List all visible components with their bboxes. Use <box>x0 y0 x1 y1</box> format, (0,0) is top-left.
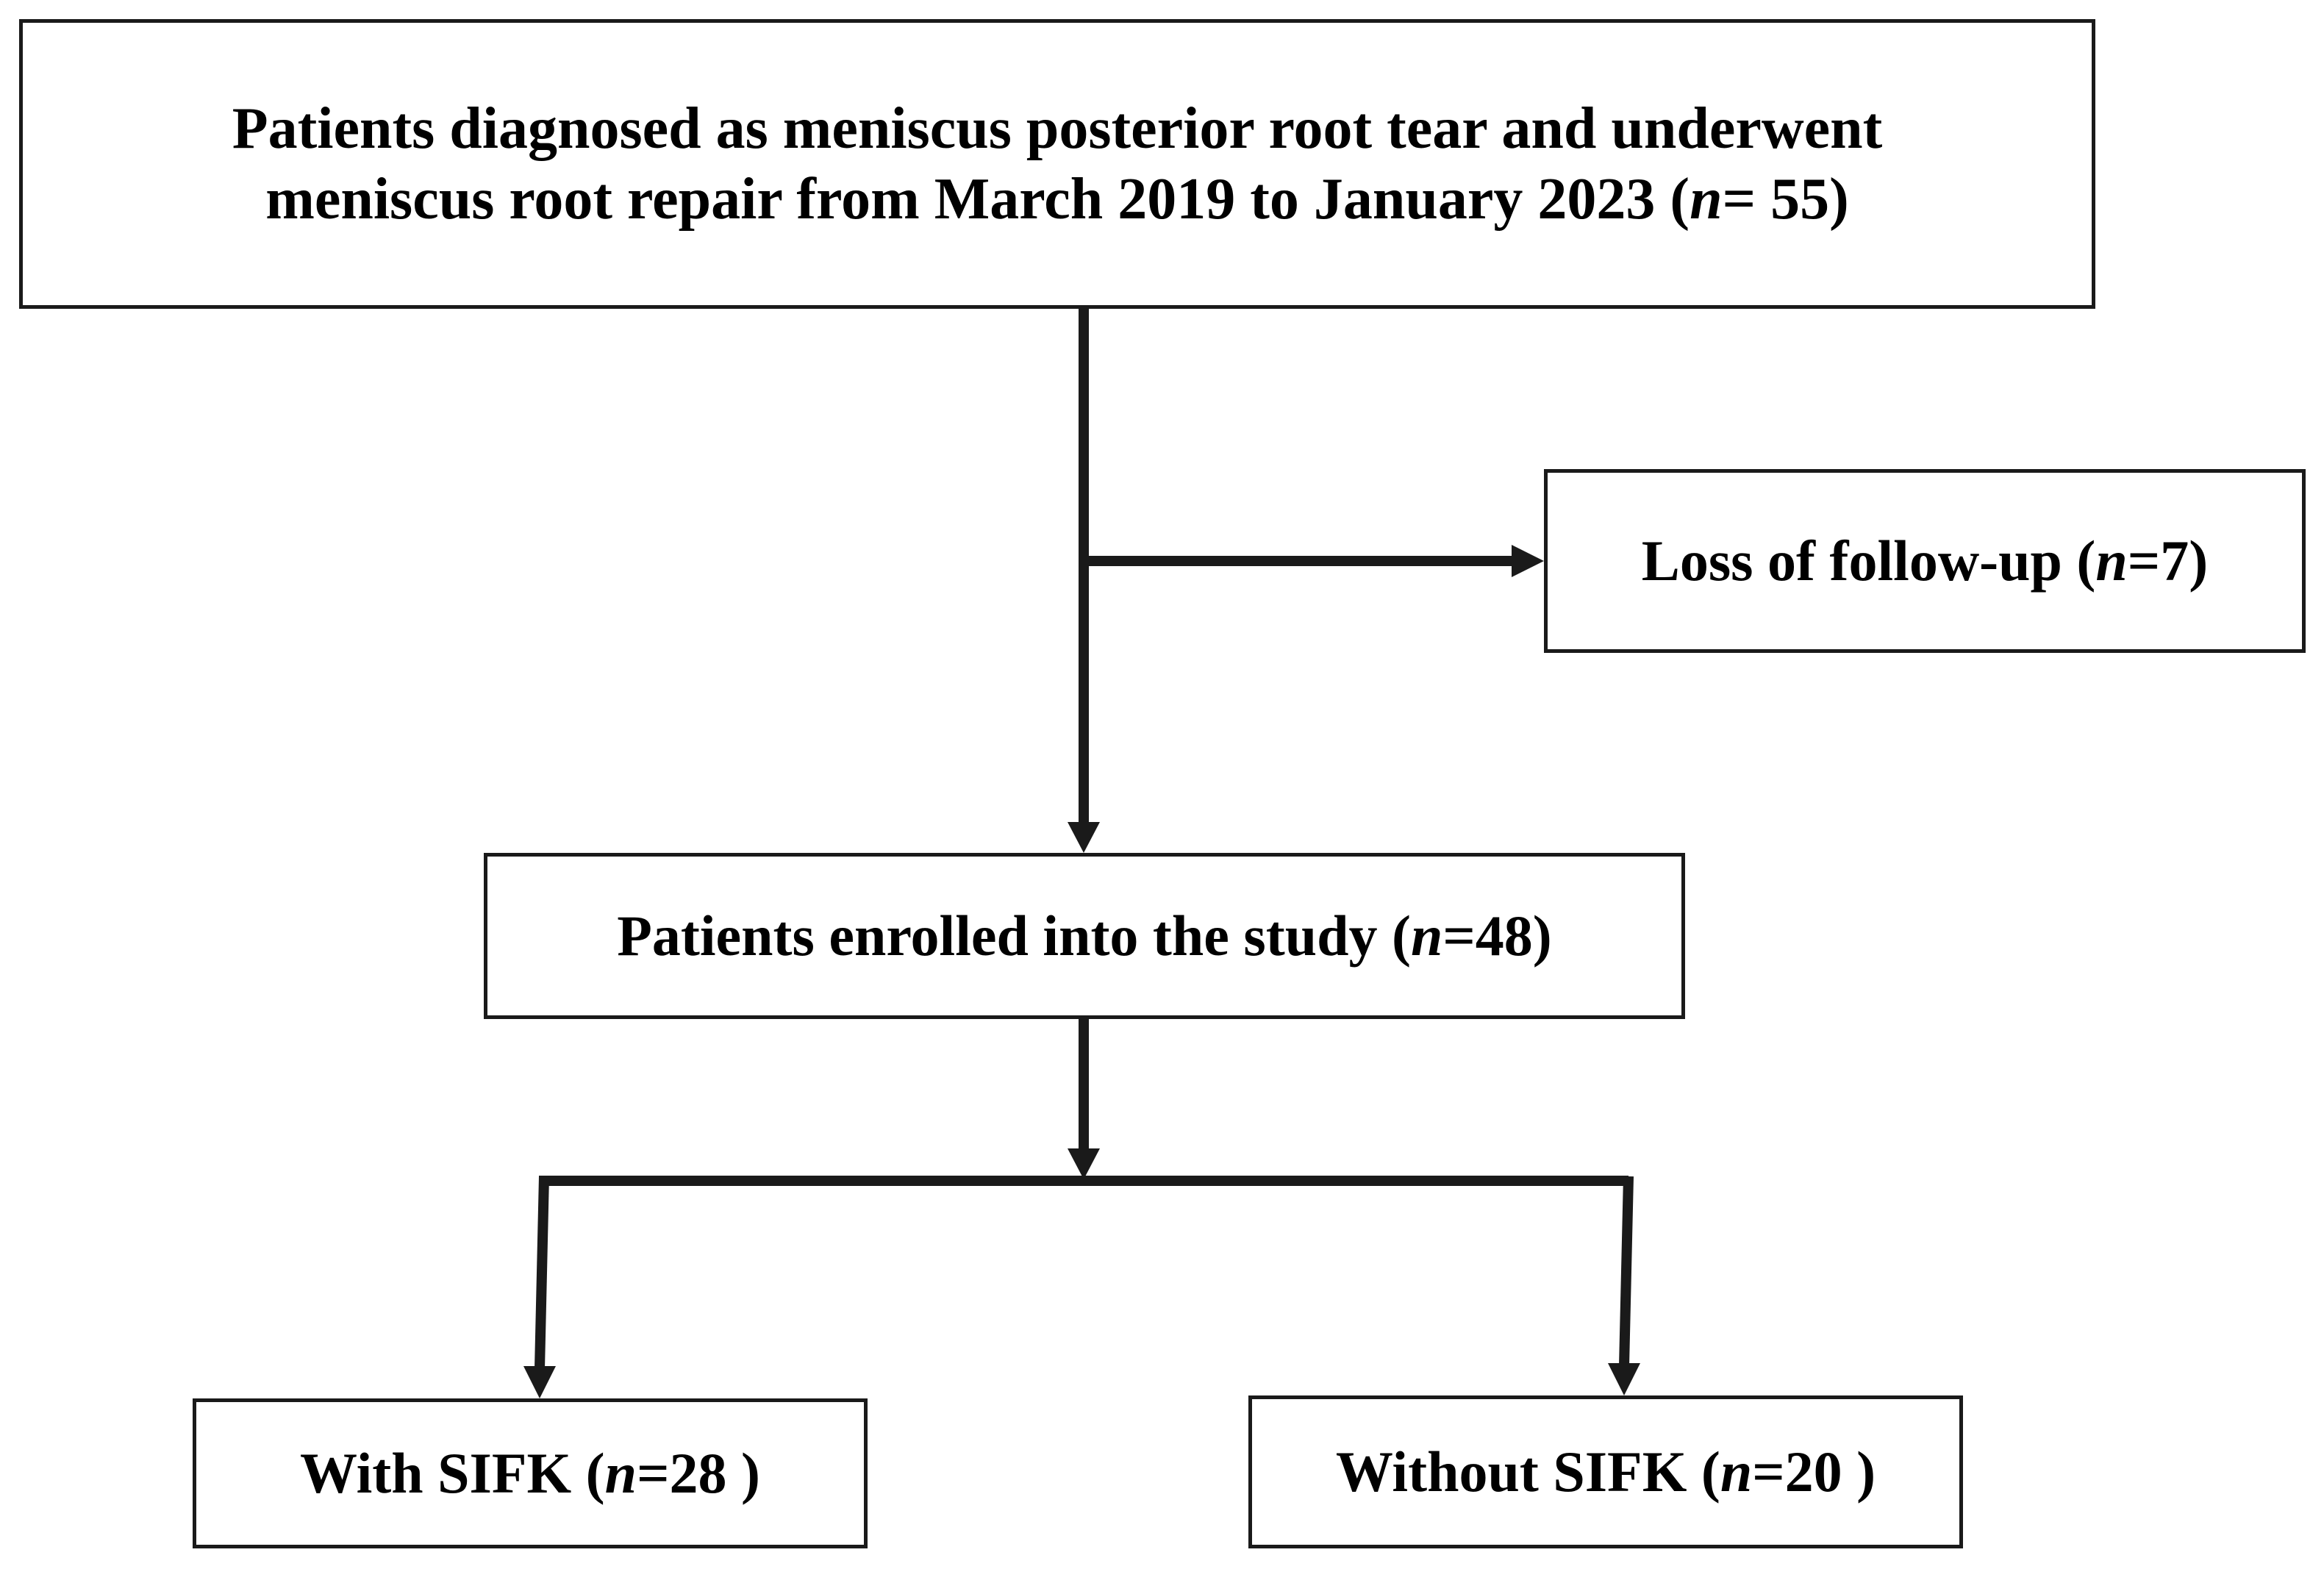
patients-diagnosed-line2-suffix: = 55) <box>1722 167 1849 232</box>
box-loss-of-follow-up: Loss of follow-up (n=7) <box>1544 469 2306 653</box>
enrolled-suffix: =48) <box>1442 904 1552 968</box>
arrowhead-with-sifk <box>523 1366 556 1398</box>
loss-suffix: =7) <box>2127 529 2209 593</box>
box-patients-diagnosed-text: Patients diagnosed as meniscus posterior… <box>232 93 1883 235</box>
box-with-sifk-text: With SIFK (n=28 ) <box>300 1440 760 1507</box>
arrowhead-split <box>1068 1148 1100 1179</box>
arrowhead-loss <box>1512 545 1544 577</box>
with-sifk-suffix: =28 ) <box>637 1441 760 1505</box>
box-patients-enrolled-text: Patients enrolled into the study (n=48) <box>617 903 1552 969</box>
with-sifk-prefix: With SIFK ( <box>300 1441 605 1505</box>
box-loss-of-follow-up-text: Loss of follow-up (n=7) <box>1642 528 2208 594</box>
enrolled-n-label: n <box>1410 904 1443 968</box>
patients-diagnosed-line1: Patients diagnosed as meniscus posterior… <box>232 96 1883 161</box>
box-without-sifk: Without SIFK (n=20 ) <box>1248 1395 1963 1548</box>
loss-n-label: n <box>2095 529 2128 593</box>
box-without-sifk-text: Without SIFK (n=20 ) <box>1336 1439 1876 1505</box>
loss-prefix: Loss of follow-up ( <box>1641 529 2096 593</box>
with-sifk-n-label: n <box>604 1441 637 1505</box>
patients-diagnosed-line2-prefix: meniscus root repair from March 2019 to … <box>265 167 1690 232</box>
arrowhead-without-sifk <box>1608 1363 1640 1395</box>
without-sifk-prefix: Without SIFK ( <box>1335 1440 1720 1504</box>
connector-to-without-sifk <box>1619 1176 1634 1367</box>
arrowhead-enrolled <box>1068 822 1100 853</box>
without-sifk-suffix: =20 ) <box>1752 1440 1876 1504</box>
box-with-sifk: With SIFK (n=28 ) <box>193 1398 868 1548</box>
patients-diagnosed-n-label: n <box>1690 167 1723 232</box>
enrolled-prefix: Patients enrolled into the study ( <box>617 904 1411 968</box>
box-patients-diagnosed: Patients diagnosed as meniscus posterior… <box>19 19 2095 309</box>
box-patients-enrolled: Patients enrolled into the study (n=48) <box>484 853 1685 1019</box>
connector-to-with-sifk <box>534 1176 549 1370</box>
without-sifk-n-label: n <box>1720 1440 1753 1504</box>
